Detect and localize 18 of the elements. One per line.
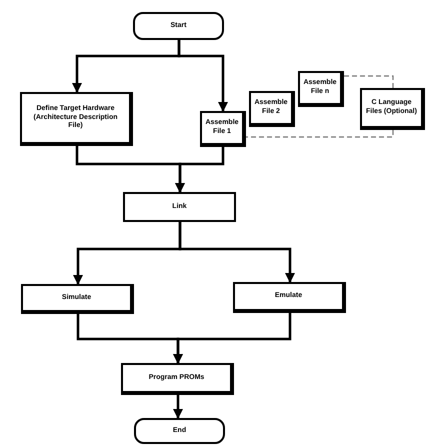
process-box — [200, 111, 246, 147]
arrow — [173, 313, 292, 364]
process-box — [233, 282, 346, 313]
arrow — [175, 147, 224, 193]
process-box — [123, 192, 236, 222]
dashed-connector — [246, 130, 394, 138]
terminal-box — [134, 418, 225, 444]
process-box — [249, 91, 295, 127]
process-box — [121, 363, 234, 395]
arrow — [173, 395, 183, 419]
process-box — [20, 92, 133, 146]
terminal-box — [133, 12, 224, 40]
process-box — [21, 284, 134, 314]
process-box — [298, 71, 344, 107]
arrow — [178, 222, 295, 283]
arrow — [178, 40, 228, 112]
dashed-connector — [344, 75, 394, 88]
process-box — [360, 88, 425, 130]
